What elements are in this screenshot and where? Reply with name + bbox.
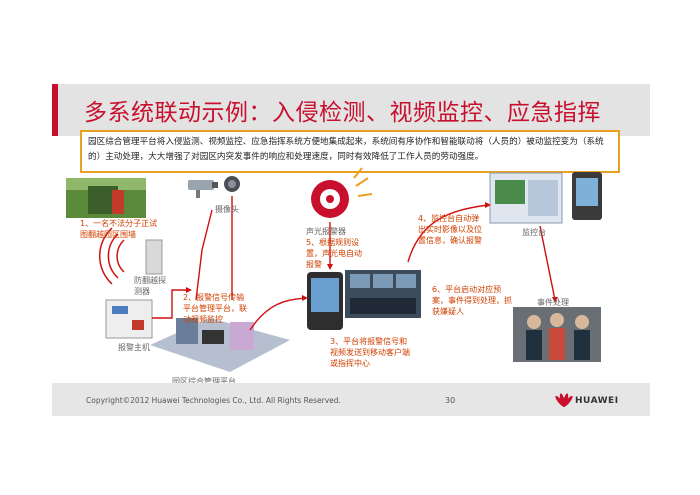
- slide-title: 多系统联动示例：入侵检测、视频监控、应急指挥: [84, 100, 601, 126]
- alarm-host-icon: [105, 299, 153, 339]
- step-4-text: 4、监控台自动弹出实时影像以及位置信息，确认报警: [418, 214, 482, 245]
- step-1-text: 1、一名不法分子正试图翻越园区围墙: [80, 219, 158, 239]
- step-5-text: 5、根据规则设置，声光电自动报警: [306, 238, 362, 269]
- step-3-text: 3、平台将报警信号和视频发送到移动客户端或指挥中心: [330, 337, 410, 368]
- command-center-photo: [345, 270, 421, 318]
- siren-icon: [311, 167, 373, 218]
- console-label: 监控台: [522, 228, 546, 237]
- camera-label: 摄像头: [215, 205, 239, 214]
- platform-servers-icon: [150, 318, 290, 372]
- sensor-label: 防翻越探测器: [134, 276, 166, 296]
- page-number: 30: [445, 396, 456, 405]
- incident-photo: [513, 307, 601, 362]
- huawei-brand-text: HUAWEI: [575, 396, 619, 406]
- signal-waves: [99, 227, 125, 285]
- huawei-logo-icon: [555, 393, 573, 407]
- title-accent-bar: [52, 84, 58, 136]
- siren-label: 声光报警器: [306, 227, 346, 236]
- footer-copyright: Copyright©2012 Huawei Technologies Co., …: [86, 396, 341, 405]
- intruder-photo: [66, 178, 146, 218]
- camera-icon: [188, 176, 240, 198]
- title-bar: [52, 84, 650, 136]
- footer-bar: [52, 383, 650, 416]
- connector-lines: [152, 196, 556, 331]
- step-2-text: 2、报警信号传输平台管理平台，联动视频监控: [183, 293, 247, 324]
- intrusion-sensor-icon: [145, 239, 163, 275]
- arrow-heads: [186, 202, 558, 303]
- incident-label: 事件处理: [537, 298, 569, 307]
- step-6-text: 6、平台启动对应预案，事件得到处理，抓获嫌疑人: [432, 285, 512, 316]
- alarm-host-label: 报警主机: [118, 343, 150, 352]
- description-box: 园区综合管理平台将入侵监测、视频监控、应急指挥系统方便地集成起来，系统间有序协作…: [80, 130, 620, 173]
- pda-icon: [572, 172, 602, 220]
- platform-label: 园区综合管理平台: [172, 377, 236, 386]
- console-screen-icon: [489, 172, 563, 224]
- mobile-phone-icon: [307, 272, 343, 330]
